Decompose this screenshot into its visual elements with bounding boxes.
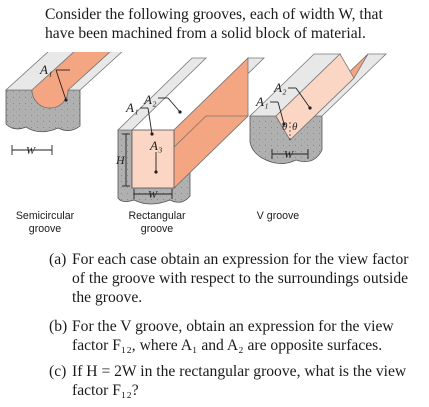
caption-semicircular: Semicircular groove xyxy=(15,210,75,235)
label-theta-left: θ xyxy=(282,121,288,133)
label-a1-rectangular: A₁ xyxy=(125,100,138,115)
caption-rectangular: Rectangular groove xyxy=(128,210,186,235)
label-a2-rectangular: A₂ xyxy=(143,92,157,107)
question-c-text: If H = 2W in the rectangular groove, wha… xyxy=(72,363,407,399)
question-b-label: (b) xyxy=(49,318,68,335)
label-a2-v: A₂ xyxy=(273,80,287,95)
label-a3-rectangular: A₃ xyxy=(149,138,162,153)
question-b: (b) For the V groove, obtain an expressi… xyxy=(49,317,411,355)
label-h-rectangular: H xyxy=(115,153,126,167)
grooves-figure: A₁ W A₂ A₁ A₃ H xyxy=(4,52,387,205)
label-theta-right: θ xyxy=(292,121,298,133)
question-b-text: For the V groove, obtain an expression f… xyxy=(72,318,394,354)
v-groove-drawing: θ θ A₂ A₁ W xyxy=(249,53,387,164)
question-c-label: (c) xyxy=(49,363,67,380)
label-w-v: W xyxy=(284,149,294,161)
label-w-semicircular: W xyxy=(26,145,36,157)
label-a1-v: A₁ xyxy=(255,94,268,109)
problem-intro: Consider the following grooves, each of … xyxy=(45,6,383,42)
label-a1-semicircular: A₁ xyxy=(39,62,52,77)
question-a-text: For each case obtain an expression for t… xyxy=(72,251,409,306)
semicircular-groove-drawing: A₁ W xyxy=(4,52,123,157)
question-a: (a) For each case obtain an expression f… xyxy=(49,250,411,307)
label-w-rectangular: W xyxy=(148,189,158,201)
caption-v-groove: V groove xyxy=(256,210,300,222)
question-a-label: (a) xyxy=(49,251,67,268)
rectangular-groove-drawing: A₂ A₁ A₃ H W xyxy=(115,57,265,205)
question-c: (c) If H = 2W in the rectangular groove,… xyxy=(49,362,411,400)
